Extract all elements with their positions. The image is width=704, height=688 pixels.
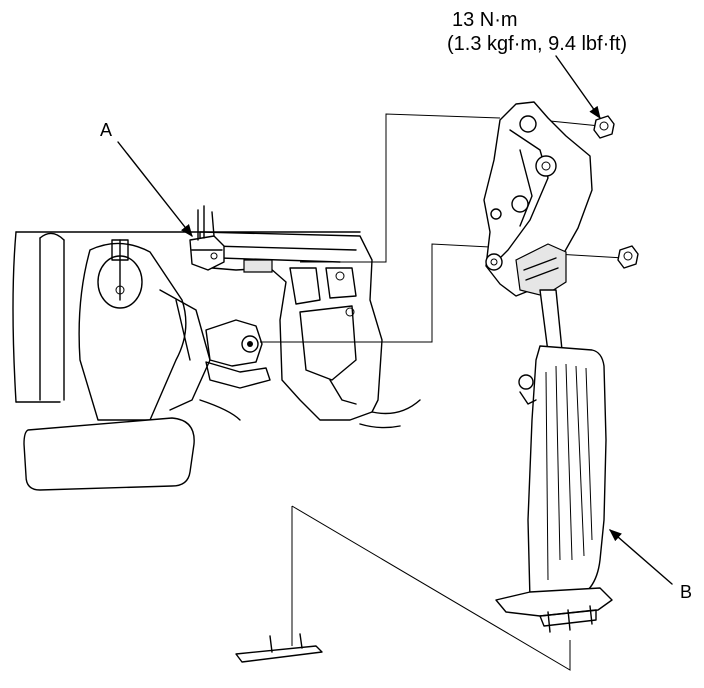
torque-spec-line1: 13 N·m [452,9,518,31]
brake-pedal-assembly [12,231,361,491]
callout-b: B [680,582,692,602]
callout-a-arrow [117,141,193,237]
callout-a: A [100,120,112,140]
torque-leader-arrow [555,55,601,120]
leader-lines [260,113,625,671]
torque-spec: 13 N·m (1.3 kgf·m, 9.4 lbf·ft) [447,9,627,55]
connector-a [189,205,225,271]
floor-clip [235,633,323,663]
accelerator-pedal-assembly [483,101,639,633]
torque-spec-line2: (1.3 kgf·m, 9.4 lbf·ft) [447,33,627,55]
callout-b-arrow [609,529,673,585]
pedal-mounting-bracket [199,231,421,429]
